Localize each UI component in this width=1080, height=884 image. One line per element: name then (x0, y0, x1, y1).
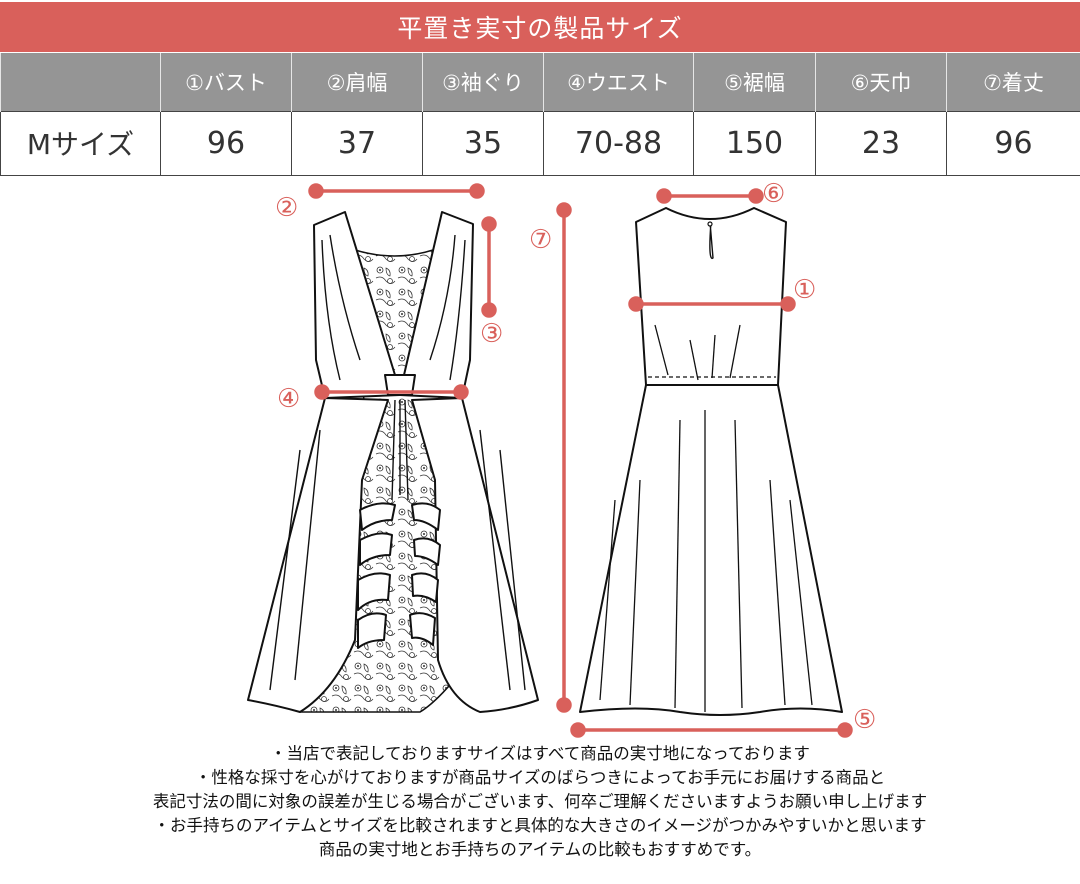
marker-7: ⑦ (529, 225, 552, 255)
cell-hem: 150 (693, 110, 816, 176)
note-line: ・お手持ちのアイテムとサイズを比較されますと具体的な大きさのイメージがつかみやす… (153, 816, 927, 835)
marker-6: ⑥ (762, 179, 785, 209)
page-title: 平置き実寸の製品サイズ (0, 2, 1080, 52)
cell-neck-width: 23 (815, 110, 947, 176)
header-waist: ④ウエスト (543, 53, 694, 111)
marker-4: ④ (277, 384, 300, 414)
cell-armhole: 35 (422, 110, 544, 176)
dress-back-illustration (579, 207, 843, 716)
cell-shoulder: 37 (291, 110, 423, 176)
note-line: 表記寸法の間に対象の誤差が生じる場合がございます、何卒ご理解くださいますようお願… (152, 792, 928, 811)
header-empty (0, 53, 161, 111)
header-hem: ⑤裾幅 (693, 53, 816, 111)
cell-waist: 70-88 (543, 110, 694, 176)
cell-bust: 96 (160, 110, 292, 176)
header-neck-width: ⑥天巾 (815, 53, 947, 111)
marker-5: ⑤ (853, 705, 876, 735)
table-header-row: ①バスト ②肩幅 ③袖ぐり ④ウエスト ⑤裾幅 ⑥天巾 ⑦着丈 (0, 53, 1080, 111)
header-armhole: ③袖ぐり (422, 53, 544, 111)
size-table: ①バスト ②肩幅 ③袖ぐり ④ウエスト ⑤裾幅 ⑥天巾 ⑦着丈 Mサイズ 96 … (0, 53, 1080, 176)
measurement-diagram: ② ③ ④ ⑦ ⑥ ① ⑤ (247, 179, 876, 738)
table-row: Mサイズ 96 37 35 70-88 150 23 96 (0, 110, 1080, 176)
marker-3: ③ (480, 319, 503, 349)
dress-front-illustration (247, 211, 539, 713)
header-shoulder: ②肩幅 (291, 53, 423, 111)
header-bust: ①バスト (160, 53, 292, 111)
note-line: ・当店で表記しておりますサイズはすべて商品の実寸地になっております (270, 744, 810, 763)
header-length: ⑦着丈 (946, 53, 1080, 111)
row-label: Mサイズ (0, 110, 161, 176)
measurement-lines (308, 183, 853, 738)
note-line: ・性格な採寸を心がけておりますが商品サイズのばらつきによってお手元にお届けする商… (194, 768, 886, 787)
marker-1: ① (793, 275, 816, 305)
note-line: 商品の実寸地とお手持ちのアイテムの比較もおすすめです。 (318, 840, 762, 859)
cell-length: 96 (946, 110, 1080, 176)
marker-2: ② (275, 193, 298, 223)
measurement-labels: ② ③ ④ ⑦ ⑥ ① ⑤ (275, 179, 876, 735)
size-notes: ・当店で表記しておりますサイズはすべて商品の実寸地になっております ・性格な採寸… (0, 742, 1080, 862)
